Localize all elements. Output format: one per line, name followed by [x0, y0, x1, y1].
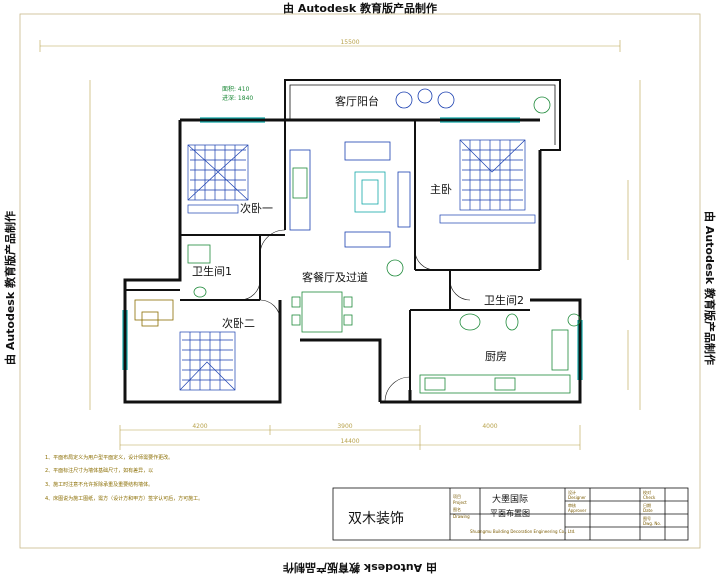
desk-bedroom-2 — [134, 299, 174, 327]
title-date-label-en: Date — [643, 508, 653, 513]
room-living-balcony: 客厅阳台 — [335, 94, 379, 108]
title-check-label: 校对 — [643, 489, 651, 495]
title-designer-label-en: Designer — [568, 495, 586, 500]
balcony-area-1: 面积: 410 — [222, 85, 250, 93]
dimension-lines — [39, 40, 641, 450]
balcony-chairs — [395, 88, 455, 109]
room-master-bedroom: 主卧 — [430, 183, 452, 196]
dim-bottom-1: 4200 — [192, 423, 207, 430]
dim-bottom-2: 3900 — [337, 423, 352, 430]
tv-cabinet — [292, 167, 308, 199]
bed-second-bedroom-1 — [187, 144, 249, 214]
bed-master-bedroom — [439, 139, 536, 224]
balcony-outline — [284, 79, 561, 151]
room-second-bedroom-1: 次卧一 — [240, 201, 273, 215]
room-living-dining: 客餐厅及过道 — [302, 270, 368, 284]
title-approver-label: 审核 — [568, 502, 576, 508]
dim-bottom-3: 4000 — [482, 423, 497, 430]
title-drawing-name: 平面布置图 — [490, 508, 530, 518]
note-1: 1、平面布局定义为用户型平面定义，设计师需要作更改。 — [45, 454, 173, 461]
drawing-frame — [19, 13, 701, 549]
title-drawing-label: 图名 — [453, 506, 461, 512]
title-block — [332, 487, 689, 541]
dim-top-overall: 15500 — [340, 39, 359, 46]
title-designer-label: 设计 — [568, 489, 576, 495]
kitchen-counter — [419, 329, 571, 394]
title-project-label: 项目 — [453, 493, 461, 499]
windows — [122, 117, 583, 380]
watermark-top: 由 Autodesk 教育版产品制作 — [282, 2, 437, 15]
title-project-label-en: Project — [453, 500, 467, 505]
note-3: 3、施工时注意不允许拆除承重及重要结构墙体。 — [45, 481, 153, 488]
title-date-label: 日期 — [643, 502, 651, 508]
room-second-bedroom-2: 次卧二 — [222, 316, 255, 330]
note-4: 4、床图说为施工图纸，需方（设计方和甲方）签字认可后，方可施工。 — [45, 495, 203, 502]
balcony-area-2: 进深: 1840 — [222, 94, 253, 102]
dim-bottom-overall: 14400 — [340, 438, 359, 445]
living-sofa-set — [289, 141, 411, 248]
room-bathroom-1: 卫生间1 — [192, 264, 232, 278]
bed-second-bedroom-2 — [179, 331, 236, 391]
bathroom-fixtures — [187, 244, 519, 331]
plants — [386, 96, 581, 327]
title-company-en: Shuangmu Building Decoration Engineering… — [470, 529, 575, 534]
title-check-label-en: Check — [643, 495, 656, 500]
title-approver-label-en: Approver — [568, 508, 587, 513]
dining-table — [291, 291, 353, 333]
title-company: 双木装饰 — [348, 511, 404, 527]
room-kitchen: 厨房 — [485, 350, 507, 363]
room-bathroom-2: 卫生间2 — [484, 293, 524, 307]
title-drawing-label-en: Drawing — [453, 514, 470, 519]
door-swings — [239, 229, 471, 403]
title-project-name: 大墨国际 — [492, 493, 528, 505]
interior-walls — [125, 120, 540, 402]
note-2: 2、平面标注尺寸为墙体基础尺寸，如有差异，以 — [45, 467, 153, 474]
title-sheet-label: 图号 — [643, 515, 651, 521]
title-sheet-label-en: Dwg. No. — [643, 521, 661, 526]
